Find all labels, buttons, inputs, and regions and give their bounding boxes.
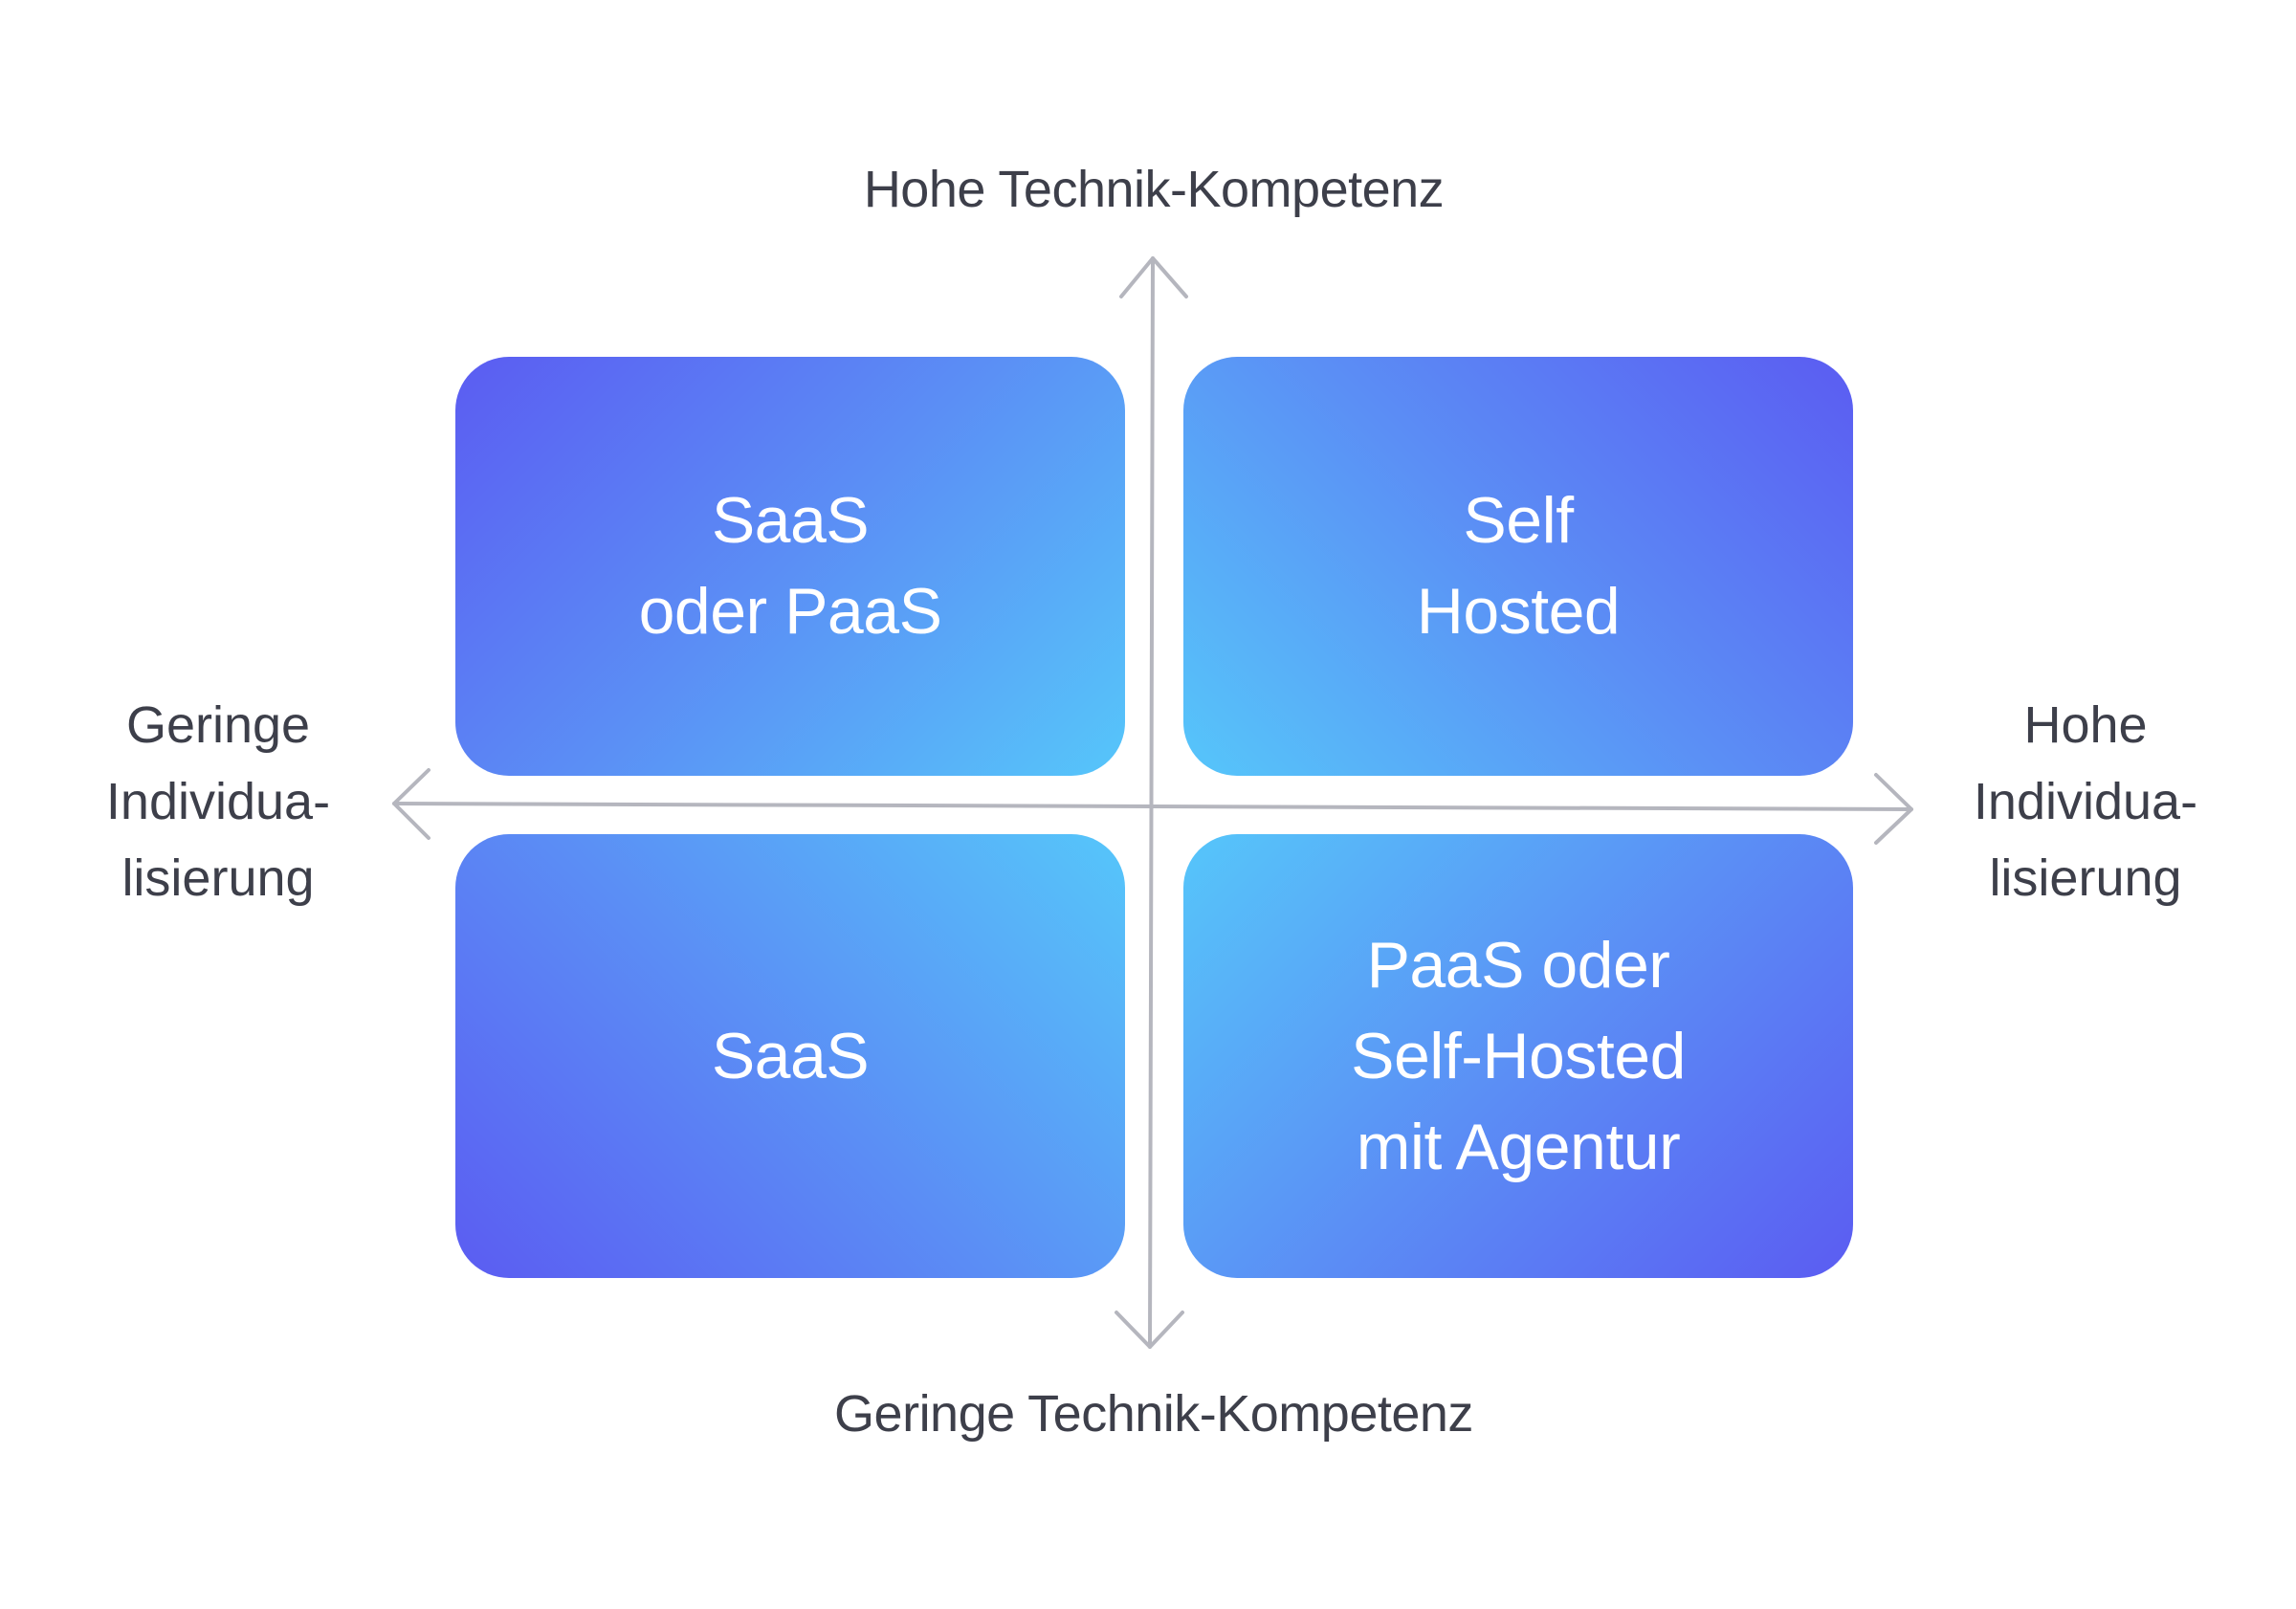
quadrant-text-line: Self [1463,484,1574,557]
horizontal-axis-line [392,802,1913,811]
axis-label-top: Hohe Technik-Kompetenz [863,161,1445,218]
quadrant-text-line: oder PaaS [638,575,942,648]
axis-label-bottom: Geringe Technik-Kompetenz [834,1385,1473,1443]
axis-label-right-line: Individua- [1973,773,2198,830]
quadrant-top-right: Self Hosted [1183,357,1853,776]
quadrant-text-line: Self-Hosted [1351,1019,1686,1092]
quadrant-text-line: mit Agentur [1356,1110,1681,1183]
axis-label-right-line: Hohe [2023,696,2148,754]
axis-label-right: Hohe Individua- lisierung [1932,687,2239,916]
arrow-right-icon [1874,773,1913,845]
arrow-left-icon [392,768,430,840]
quadrant-text-line: SaaS [711,484,870,557]
arrow-up-icon [1119,256,1188,298]
arrow-down-icon [1115,1311,1184,1349]
quadrant-bottom-left: SaaS [455,834,1125,1278]
quadrant-top-left: SaaS oder PaaS [455,357,1125,776]
quadrant-text-line: SaaS [711,1019,870,1092]
axis-label-left-line: Individua- [105,773,331,830]
axis-label-left: Geringe Individua- lisierung [65,687,371,916]
axis-label-left-line: Geringe [125,696,311,754]
quadrant-text-line: PaaS oder [1366,928,1670,1002]
vertical-axis-line [1148,256,1155,1349]
quadrant-text-line: Hosted [1416,575,1621,648]
quadrant-bottom-right: PaaS oder Self-Hosted mit Agentur [1183,834,1853,1278]
axis-label-right-line: lisierung [1989,849,2182,907]
axis-label-left-line: lisierung [121,849,315,907]
